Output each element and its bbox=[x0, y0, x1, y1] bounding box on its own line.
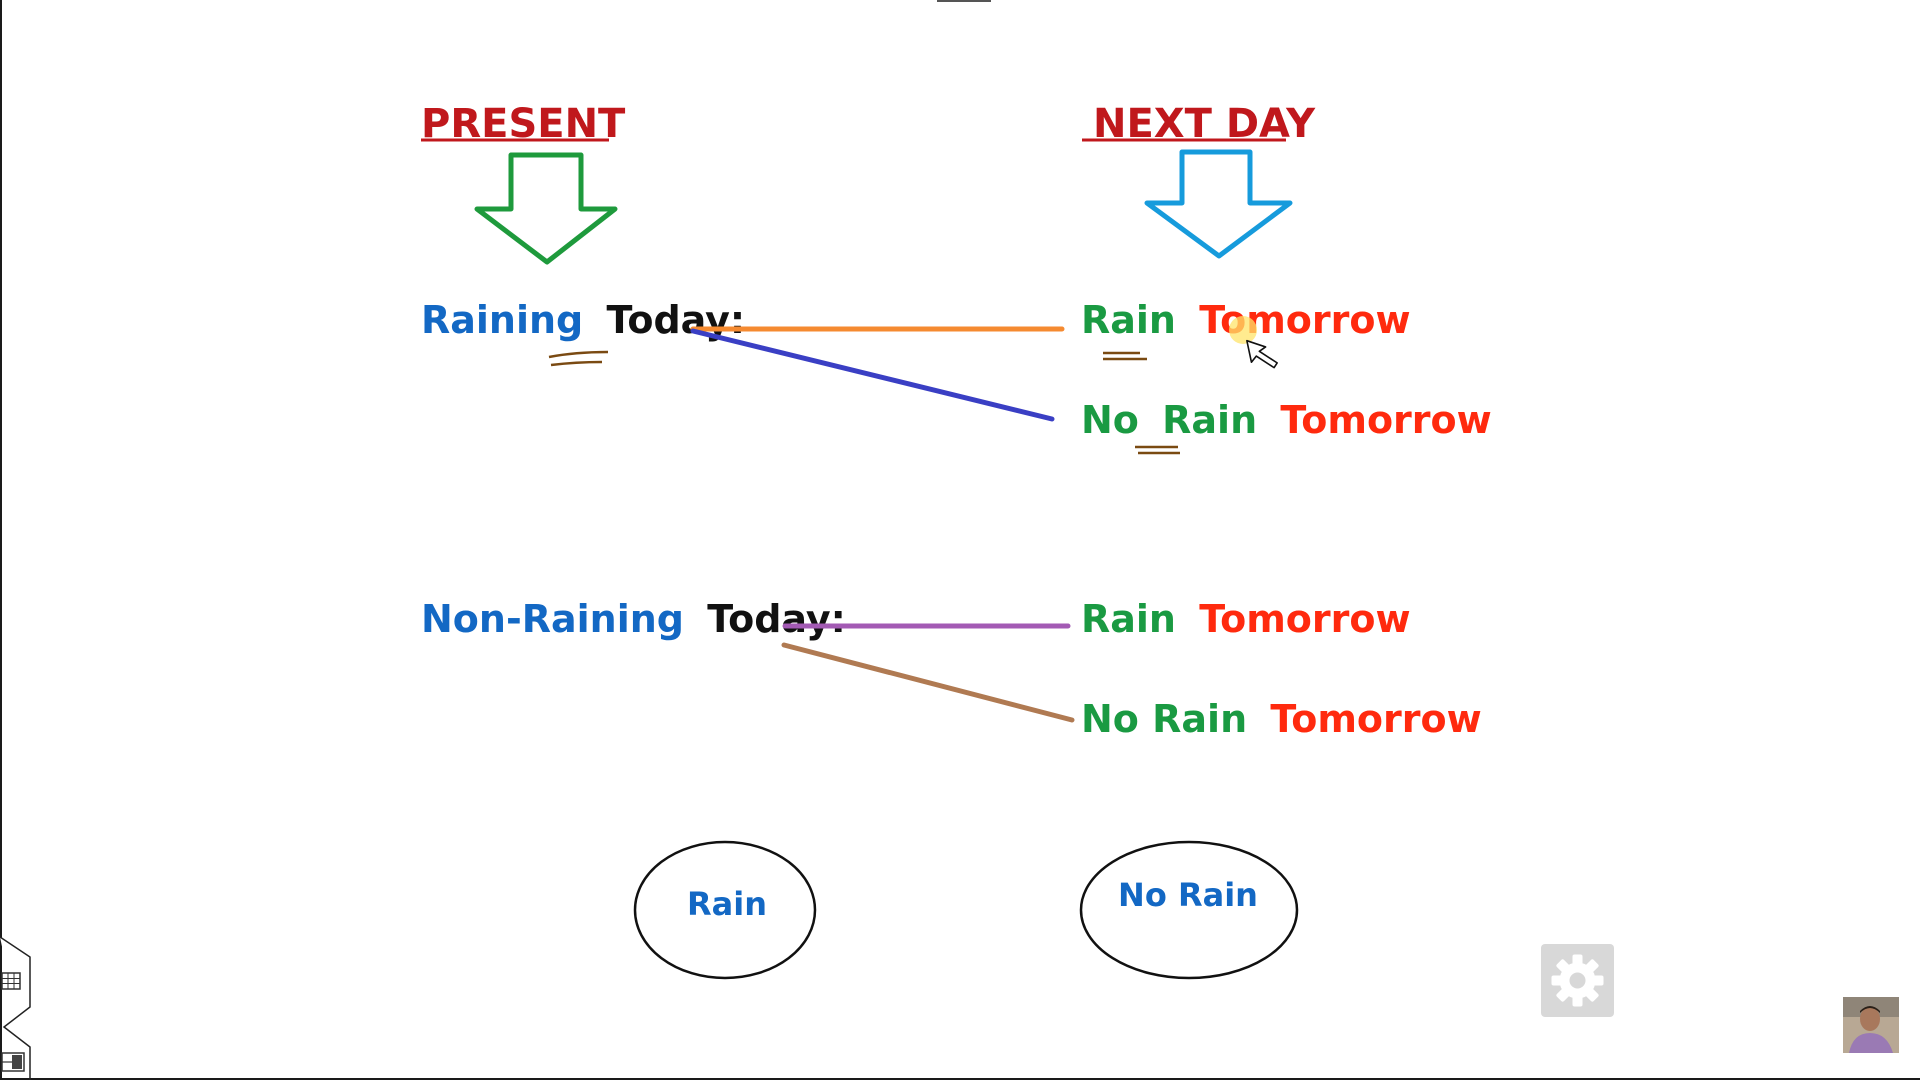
no-rain-state-node bbox=[1079, 840, 1299, 980]
no-rain-tomorrow-1-tomorrow: Tomorrow bbox=[1280, 398, 1491, 442]
grid-icon[interactable] bbox=[1, 972, 21, 990]
raining-today-label: Raining Today: bbox=[421, 298, 745, 342]
today-underline-1 bbox=[548, 350, 609, 359]
transition-norain-to-norain bbox=[781, 642, 1075, 723]
rain-tomorrow-2-tomorrow: Tomorrow bbox=[1199, 597, 1410, 641]
rain-tomorrow-2: Rain Tomorrow bbox=[1081, 597, 1411, 641]
layout-icon[interactable] bbox=[1, 1052, 25, 1072]
rain-state-label: Rain bbox=[687, 885, 767, 923]
non-raining-word: Non-Raining bbox=[421, 597, 684, 641]
no-rain-tomorrow-1-rain: Rain bbox=[1162, 398, 1257, 442]
side-toolbar bbox=[0, 935, 34, 1080]
no-rain-tomorrow-1-no: No bbox=[1081, 398, 1139, 442]
present-down-arrow-icon bbox=[474, 152, 618, 265]
bottom-border bbox=[0, 1078, 1920, 1080]
settings-button[interactable] bbox=[1541, 944, 1614, 1017]
rain-tomorrow-1-rain: Rain bbox=[1081, 298, 1176, 342]
no-rain-tomorrow-1: No Rain Tomorrow bbox=[1081, 398, 1492, 442]
transition-rain-to-norain bbox=[690, 328, 1055, 422]
non-raining-today-label: Non-Raining Today: bbox=[421, 597, 846, 641]
no-rain-tomorrow-2: No Rain Tomorrow bbox=[1081, 697, 1482, 741]
no-rain-tomorrow-2-tomorrow: Tomorrow bbox=[1270, 697, 1481, 741]
raining-word: Raining bbox=[421, 298, 583, 342]
gear-icon bbox=[1551, 954, 1604, 1007]
today-word: Today: bbox=[607, 298, 746, 342]
no-rain-tomorrow-2-norain: No Rain bbox=[1081, 697, 1247, 741]
no-rain-state-label: No Rain bbox=[1118, 876, 1258, 914]
mouse-pointer-icon bbox=[1229, 316, 1278, 369]
next-day-down-arrow-icon bbox=[1144, 149, 1293, 259]
top-drag-handle[interactable] bbox=[937, 0, 991, 2]
presenter-webcam-thumbnail bbox=[1843, 997, 1899, 1053]
left-border bbox=[0, 0, 2, 1080]
today-word-2: Today: bbox=[707, 597, 846, 641]
today-underline-2 bbox=[550, 360, 603, 367]
rain-tomorrow-2-rain: Rain bbox=[1081, 597, 1176, 641]
rain-state-node bbox=[633, 840, 817, 980]
